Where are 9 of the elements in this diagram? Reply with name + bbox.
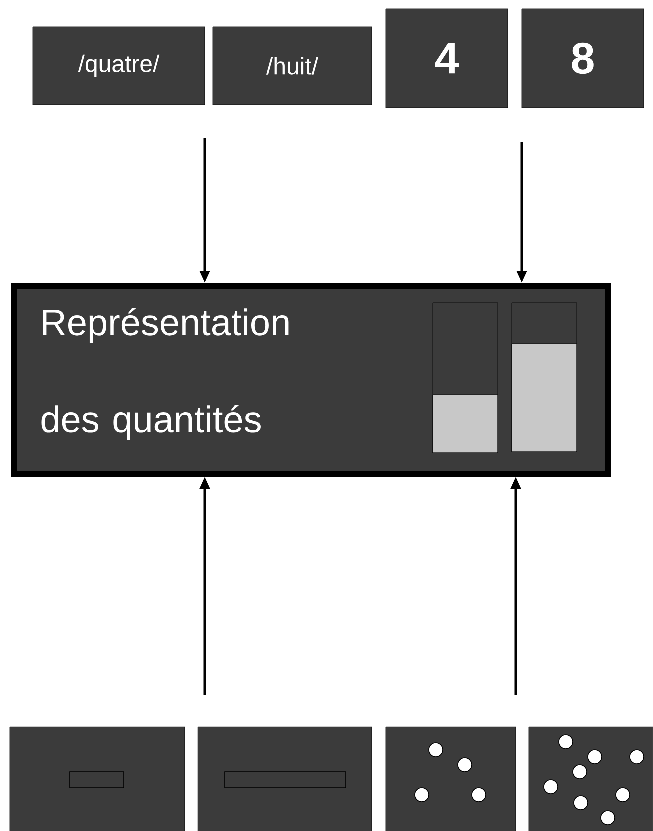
picture-box	[10, 726, 186, 831]
process-box: Représentation des quantités	[11, 283, 611, 477]
label-box: 8	[522, 8, 644, 108]
label-box: /huit/	[212, 26, 372, 106]
picture-box	[198, 726, 372, 831]
picture-box	[528, 726, 653, 831]
label-box: 4	[386, 8, 508, 108]
label-box: /quatre/	[32, 26, 206, 106]
picture-box	[386, 726, 516, 831]
